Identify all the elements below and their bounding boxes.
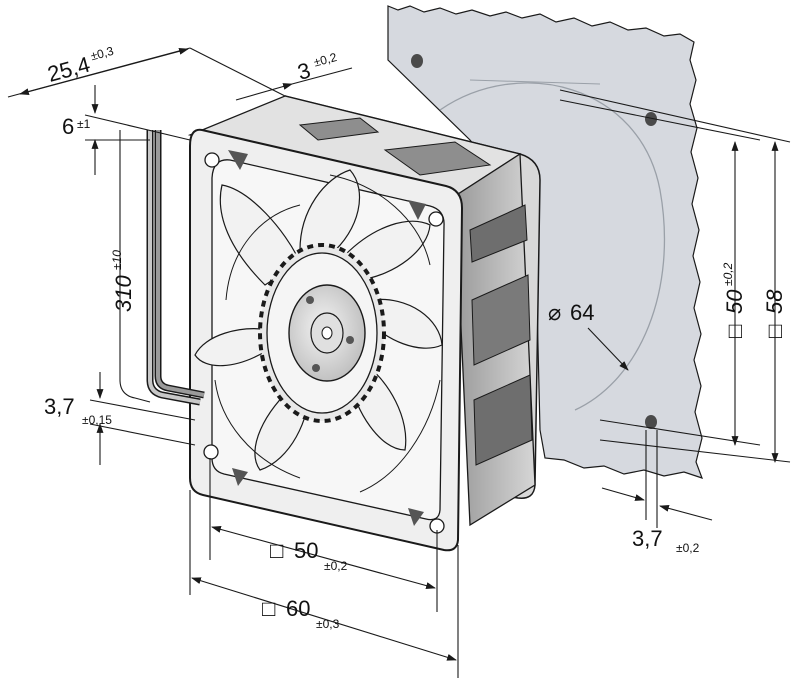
dim-hole-spacing-bottom: □ 50 ±0,2 (270, 538, 348, 573)
dim-hole-offset-right-tol: ±0,2 (676, 541, 700, 555)
dim-hole-offset-left: 3,7 ±0,15 (44, 394, 112, 427)
dim-hole-spacing-bottom-value: 50 (294, 538, 318, 563)
dim-hole-spacing-right-square: □ (722, 325, 747, 338)
dim-cable-offset: 6 ±1 (62, 114, 91, 139)
dim-flange-tol: ±0,2 (312, 50, 338, 70)
dim-flange: 3 ±0,2 (295, 50, 339, 85)
dim-cable-offset-value: 6 (62, 114, 74, 139)
dim-diameter-value: 64 (570, 300, 594, 325)
dim-depth-tol: ±0,3 (89, 44, 115, 64)
dim-cutout-right-square: □ (762, 325, 787, 338)
dim-diameter: ⌀ 64 (548, 300, 594, 325)
dim-cable-length-value: 310 (111, 275, 136, 312)
dim-frame-width-bottom-tol: ±0,3 (316, 617, 340, 631)
dim-hole-spacing-bottom-tol: ±0,2 (324, 559, 348, 573)
dim-frame-width-bottom-value: 60 (286, 596, 310, 621)
dim-cable-offset-tol: ±1 (77, 117, 91, 131)
dim-cable-length-tol: ±10 (110, 250, 124, 270)
dim-hole-offset-left-value: 3,7 (44, 394, 75, 419)
dim-cutout-right-value: 58 (762, 289, 787, 314)
dim-hole-offset-right-value: 3,7 (632, 526, 663, 551)
fan-icon (187, 95, 541, 552)
cable-icon (146, 130, 205, 406)
dim-diameter-symbol: ⌀ (548, 300, 561, 325)
dim-hole-offset-left-tol: ±0,15 (82, 413, 112, 427)
dim-cutout-right: □ 58 (762, 289, 787, 338)
dim-depth-value: 25,4 (45, 52, 93, 87)
dim-hole-spacing-bottom-square: □ (270, 538, 283, 563)
dim-hole-offset-right: 3,7 ±0,2 (632, 526, 700, 555)
dim-flange-value: 3 (295, 58, 313, 85)
dim-hole-spacing-right-value: 50 (722, 289, 747, 314)
dim-frame-width-bottom-square: □ (262, 596, 275, 621)
dimension-lines (7, 47, 791, 678)
dim-hole-spacing-right: □ 50 ±0,2 (721, 262, 747, 338)
dim-frame-width-bottom: □ 60 ±0,3 (262, 596, 340, 631)
dim-cable-length: 310 ±10 (110, 250, 136, 312)
dim-hole-spacing-right-tol: ±0,2 (721, 262, 735, 286)
dim-depth: 25,4 ±0,3 (45, 44, 116, 87)
mounting-panel-icon (387, 5, 704, 479)
